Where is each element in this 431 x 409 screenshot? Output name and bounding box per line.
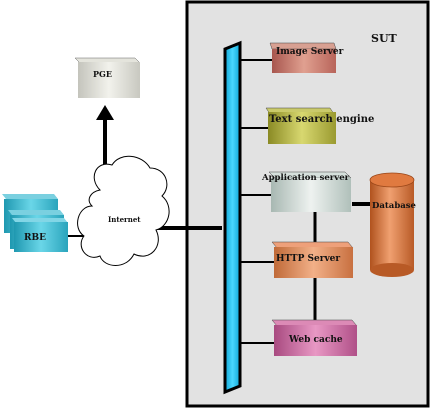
pge-node: PGE [74, 57, 141, 98]
image-server-label: Image Server [276, 47, 344, 57]
internet-label: Internet [108, 215, 141, 224]
internet-cloud [77, 155, 170, 266]
web-cache-label: Web cache [288, 335, 343, 345]
text-search-node: Text search engine [265, 107, 374, 144]
web-cache-node: Web cache [271, 319, 358, 356]
rbe-node: RBE [2, 194, 68, 252]
text-search-label: Text search engine [269, 114, 374, 125]
image-server-node: Image Server [269, 42, 344, 73]
http-server-label: HTTP Server [276, 254, 340, 264]
pge-label: PGE [93, 69, 112, 79]
http-server-node: HTTP Server [271, 241, 354, 278]
database-label: Database [372, 201, 417, 211]
arrowhead-up [96, 105, 114, 120]
rbe-label: RBE [24, 233, 46, 243]
connectors [68, 59, 370, 344]
database-node: Database [369, 172, 417, 277]
system-bus [223, 40, 242, 395]
sut-label: SUT [371, 32, 398, 45]
application-server-node: Application server [261, 171, 352, 212]
application-server-label: Application server [261, 173, 350, 183]
